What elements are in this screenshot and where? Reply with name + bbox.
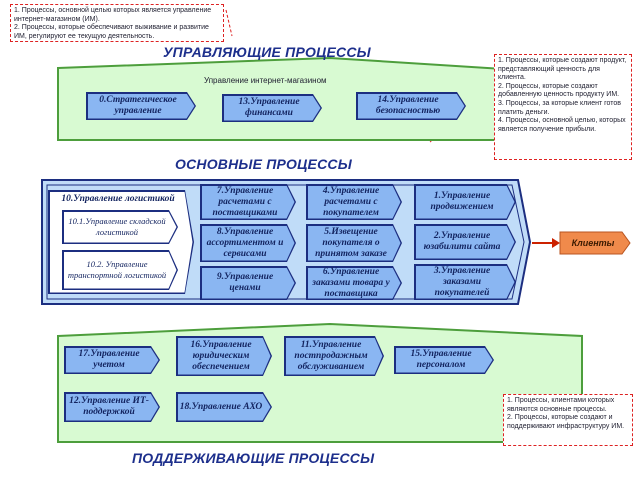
process-usability: 2.Управление юзабилити сайта: [414, 224, 516, 260]
process-transport-logistics: 10.2. Управление транспортной логистикой: [62, 250, 178, 290]
heading-core: ОСНОВНЫЕ ПРОЦЕССЫ: [175, 156, 352, 172]
note-top-left: 1. Процессы, основной целью которых явля…: [10, 4, 224, 42]
process-personnel: 15.Управление персоналом: [394, 346, 494, 374]
process-warehouse-logistics: 10.1.Управление складской логистикой: [62, 210, 178, 244]
process-assortment: 8.Управление ассортиментом и сервисами: [200, 224, 296, 262]
process-finance: 13.Управление финансами: [222, 94, 322, 122]
note-right-top: 1. Процессы, которые создают продукт, пр…: [494, 54, 632, 160]
process-legal: 16.Управление юридическим обеспечением: [176, 336, 272, 376]
process-logistics-title: 10.Управление логистикой: [61, 193, 175, 204]
clients-arrowhead: [552, 238, 560, 248]
process-aho: 18.Управление АХО: [176, 392, 272, 422]
process-pricing: 9.Управление ценами: [200, 266, 296, 300]
process-strategic: 0.Стратегическое управление: [86, 92, 196, 120]
process-it-support: 12.Управление ИТ-поддержкой: [64, 392, 160, 422]
process-after-sales: 11.Управление постпродажным обслуживание…: [284, 336, 384, 376]
process-security: 14.Управление безопасностью: [356, 92, 466, 120]
note-right-bottom: 1. Процессы, клиентами которых являются …: [503, 394, 633, 446]
clients-shape: [559, 231, 631, 255]
process-promotion: 1.Управление продвижением: [414, 184, 516, 220]
process-supplier-orders: 6.Управление заказами товара у поставщик…: [306, 266, 402, 300]
clients-label: Клиенты: [571, 237, 615, 248]
note-connector-top: [225, 9, 233, 37]
process-supplier-payments: 7.Управление расчетами с поставщиками: [200, 184, 296, 220]
process-order-notification: 5.Извещение покупателя о принятом заказе: [306, 224, 402, 262]
process-accounting: 17.Управление учетом: [64, 346, 160, 374]
heading-support: ПОДДЕРЖИВАЮЩИЕ ПРОЦЕССЫ: [132, 450, 375, 466]
process-customer-payments: 4.Управление расчетами с покупателем: [306, 184, 402, 220]
management-title: Управление интернет-магазином: [204, 76, 327, 85]
heading-management: УПРАВЛЯЮЩИЕ ПРОЦЕССЫ: [163, 44, 371, 60]
process-customer-orders: 3.Управление заказами покупателей: [414, 264, 516, 300]
